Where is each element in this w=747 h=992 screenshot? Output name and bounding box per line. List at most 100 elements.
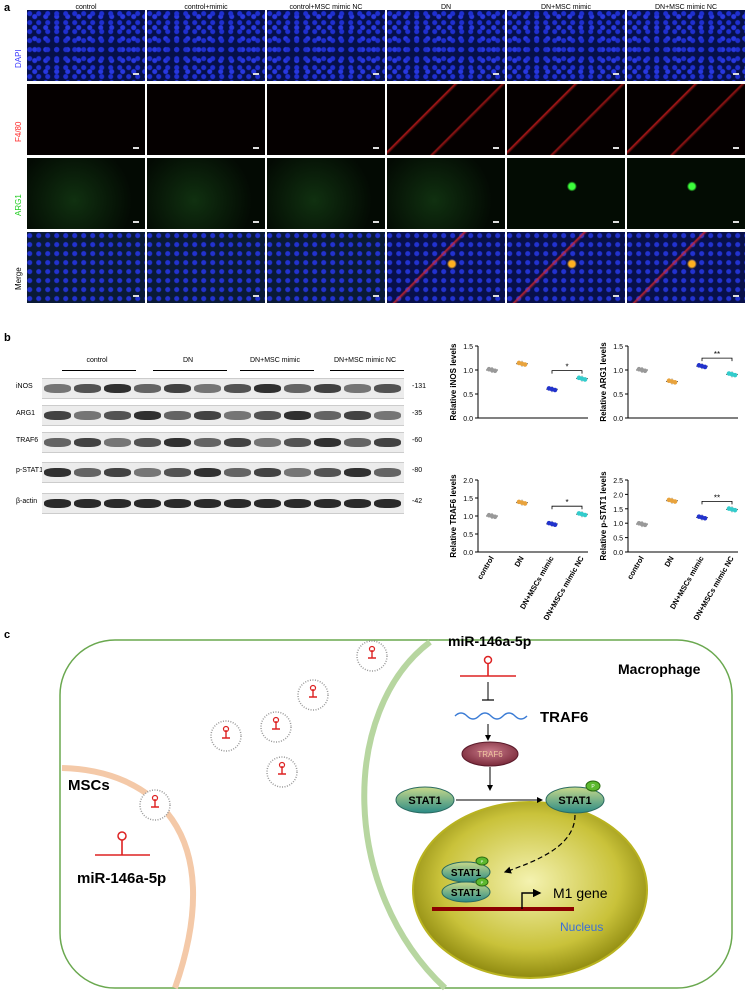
y-tick-label: 1.0 bbox=[613, 368, 623, 375]
scale-bar bbox=[373, 295, 379, 297]
blot-band bbox=[104, 411, 131, 420]
blot-band bbox=[374, 438, 401, 447]
micrograph-tile bbox=[27, 158, 145, 229]
blot-band bbox=[164, 411, 191, 420]
mirna-hairpin-top bbox=[460, 655, 516, 677]
blot-band bbox=[164, 499, 191, 508]
blot-band bbox=[284, 468, 311, 477]
column-header: DN+MSC mimic bbox=[541, 4, 591, 11]
micrograph-tile bbox=[507, 10, 625, 81]
y-tick-label: 2.0 bbox=[613, 492, 623, 499]
y-tick-label: 0.0 bbox=[613, 416, 623, 423]
blot-strip bbox=[42, 462, 404, 483]
blot-kda-label: -35 bbox=[412, 410, 423, 417]
stat1-dimer-bottom bbox=[441, 881, 491, 903]
stat1-right bbox=[545, 786, 605, 814]
micrograph-tile bbox=[387, 158, 505, 229]
blot-band bbox=[44, 438, 71, 447]
blot-band bbox=[104, 438, 131, 447]
cell-boundary-curve bbox=[361, 639, 448, 991]
scale-bar bbox=[373, 73, 379, 75]
y-tick-label: 1.0 bbox=[463, 368, 473, 375]
scale-bar bbox=[253, 221, 259, 223]
column-header: DN+MSC mimic NC bbox=[654, 4, 718, 11]
blot-band bbox=[104, 499, 131, 508]
stat1-left bbox=[395, 786, 455, 814]
blot-band bbox=[134, 438, 161, 447]
svg-text:P: P bbox=[481, 859, 484, 864]
micrograph-tile bbox=[147, 84, 265, 155]
y-tick-label: 1.5 bbox=[463, 344, 473, 351]
blot-band bbox=[164, 384, 191, 393]
y-tick-label: 1.5 bbox=[613, 344, 623, 351]
scale-bar bbox=[253, 147, 259, 149]
y-tick-label: 0.5 bbox=[463, 532, 473, 539]
panel-a-letter: a bbox=[4, 2, 11, 14]
micrograph-tile bbox=[387, 10, 505, 81]
column-header: control bbox=[75, 4, 97, 11]
column-header: control+MSC mimic NC bbox=[289, 4, 363, 11]
data-point bbox=[642, 522, 648, 528]
row-label: ARG1 bbox=[14, 194, 23, 216]
blot-band bbox=[284, 411, 311, 420]
blot-band bbox=[284, 384, 311, 393]
data-point bbox=[492, 368, 498, 374]
blot-band bbox=[344, 411, 371, 420]
significance-label: ** bbox=[714, 493, 720, 502]
blot-group-line bbox=[330, 370, 404, 371]
blot-band bbox=[134, 499, 161, 508]
blot-band bbox=[74, 438, 101, 447]
y-tick-label: 0.5 bbox=[613, 392, 623, 399]
y-axis-label: Relative p-STAT1 levels bbox=[599, 471, 608, 561]
micrograph-tile bbox=[507, 84, 625, 155]
mechanism-diagram: miR-146a-5p MSCs miR-146a-5p Macrophage … bbox=[59, 633, 733, 991]
row-label: DAPI bbox=[14, 49, 23, 68]
blot-band bbox=[104, 468, 131, 477]
row-label: Merge bbox=[14, 267, 23, 290]
micrograph-tile bbox=[27, 10, 145, 81]
blot-band bbox=[344, 499, 371, 508]
blot-group-line bbox=[153, 370, 227, 371]
blot-band bbox=[194, 384, 221, 393]
blot-band bbox=[74, 499, 101, 508]
scale-bar bbox=[733, 295, 739, 297]
micrograph-tile bbox=[27, 232, 145, 303]
blot-band bbox=[194, 411, 221, 420]
blot-band bbox=[104, 384, 131, 393]
x-tick-label: DN bbox=[663, 555, 676, 569]
blot-group-line bbox=[240, 370, 314, 371]
data-point bbox=[582, 377, 588, 382]
nucleus-label: Nucleus bbox=[560, 920, 603, 934]
column-header: DN bbox=[440, 4, 452, 11]
blot-band bbox=[44, 468, 71, 477]
data-point bbox=[642, 368, 648, 374]
traf6-protein bbox=[461, 741, 519, 767]
micrograph-tile bbox=[627, 232, 745, 303]
blot-group-label: DN+MSC mimic bbox=[250, 357, 300, 364]
data-point bbox=[582, 512, 588, 518]
micrograph-tile bbox=[27, 84, 145, 155]
mirna-hairpin-msc bbox=[95, 831, 150, 856]
y-tick-label: 0.0 bbox=[613, 550, 623, 557]
blot-band bbox=[224, 468, 251, 477]
significance-label: * bbox=[565, 498, 568, 507]
blot-band bbox=[194, 468, 221, 477]
blot-kda-label: -60 bbox=[412, 437, 423, 444]
blot-kda-label: -42 bbox=[412, 498, 423, 505]
row-label: F4/80 bbox=[14, 121, 23, 142]
significance-label: ** bbox=[714, 350, 720, 359]
data-point bbox=[552, 522, 558, 528]
blot-protein-label: β-actin bbox=[16, 498, 38, 505]
mirna-label-msc: miR-146a-5p bbox=[77, 870, 166, 887]
traf6-mrna bbox=[454, 712, 528, 720]
data-point bbox=[492, 514, 498, 520]
blot-band bbox=[224, 384, 251, 393]
scale-bar bbox=[373, 221, 379, 223]
blot-band bbox=[314, 384, 341, 393]
panel-b-letter: b bbox=[4, 332, 11, 344]
y-tick-label: 1.0 bbox=[463, 514, 473, 521]
y-tick-label: 0.0 bbox=[463, 416, 473, 423]
micrograph-tile bbox=[147, 10, 265, 81]
micrograph-tile bbox=[627, 84, 745, 155]
